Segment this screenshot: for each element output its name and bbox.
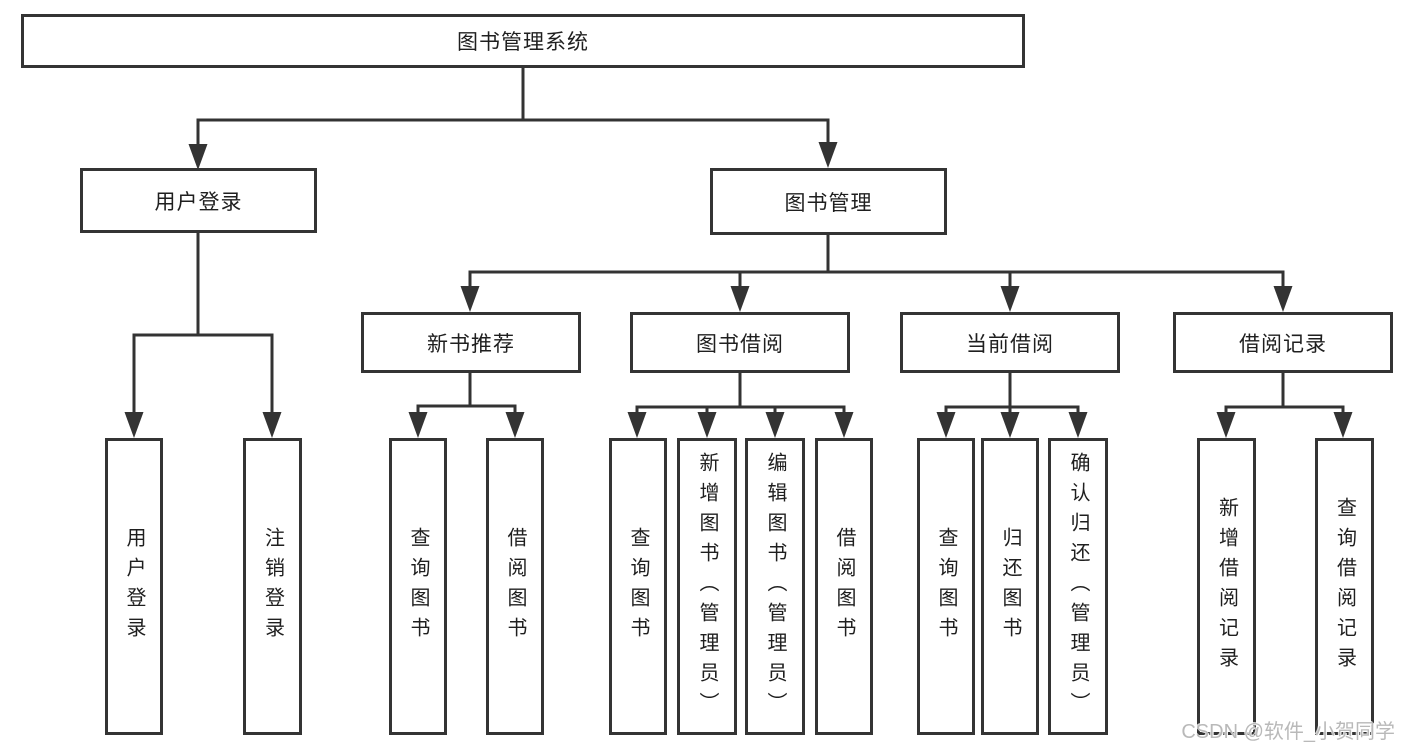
- node-new-book-recommend: 新书推荐: [361, 312, 581, 373]
- arrowhead: [627, 412, 647, 438]
- node-label: 新增借阅记录: [1215, 496, 1238, 677]
- leaf-borrow-books-recommend: 借阅图书: [486, 438, 544, 735]
- leaf-query-books-recommend: 查询图书: [389, 438, 447, 735]
- arrowhead: [262, 412, 282, 438]
- leaf-query-books-borrow: 查询图书: [609, 438, 667, 735]
- arrowhead: [730, 286, 750, 312]
- arrowhead: [460, 286, 480, 312]
- node-label: 归还图书: [999, 526, 1021, 647]
- arrowhead: [408, 412, 428, 438]
- leaf-query-books-current: 查询图书: [917, 438, 975, 735]
- arrowhead: [1273, 286, 1293, 312]
- arrowhead: [1068, 412, 1088, 438]
- csdn-watermark: CSDN @软件_小贺同学: [1181, 721, 1395, 743]
- node-book-management: 图书管理: [710, 168, 947, 235]
- arrowhead: [697, 412, 717, 438]
- node-label: 查询图书: [935, 526, 957, 647]
- node-label: 查询图书: [407, 526, 429, 647]
- arrowhead: [765, 412, 785, 438]
- node-label: 查询借阅记录: [1333, 496, 1356, 677]
- leaf-confirm-return-admin: 确认归还（管理员）: [1048, 438, 1108, 735]
- node-label: 图书管理系统: [457, 31, 589, 54]
- node-current-borrowing: 当前借阅: [900, 312, 1120, 373]
- leaf-user-login: 用户登录: [105, 438, 163, 735]
- arrowhead: [936, 412, 956, 438]
- leaf-logout: 注销登录: [243, 438, 302, 735]
- node-label: 查询图书: [627, 526, 649, 647]
- node-book-borrowing: 图书借阅: [630, 312, 850, 373]
- node-borrow-records: 借阅记录: [1173, 312, 1393, 373]
- node-label: 当前借阅: [966, 332, 1054, 356]
- arrowhead: [1333, 412, 1353, 438]
- node-label: 用户登录: [123, 526, 145, 647]
- node-label: 注销登录: [261, 526, 284, 647]
- leaf-add-borrow-record: 新增借阅记录: [1197, 438, 1256, 735]
- node-library-system: 图书管理系统: [21, 14, 1025, 68]
- leaf-query-borrow-record: 查询借阅记录: [1315, 438, 1374, 735]
- arrowhead: [818, 142, 838, 168]
- node-label: 新增图书（管理员）: [696, 451, 718, 722]
- node-label: 编辑图书（管理员）: [764, 451, 786, 722]
- node-user-login: 用户登录: [80, 168, 317, 233]
- arrowhead: [834, 412, 854, 438]
- leaf-return-books: 归还图书: [981, 438, 1039, 735]
- arrowheads: [124, 142, 1353, 438]
- node-label: 图书借阅: [696, 332, 784, 356]
- node-label: 确认归还（管理员）: [1067, 451, 1089, 722]
- node-label: 借阅图书: [504, 526, 526, 647]
- node-label: 借阅图书: [833, 526, 855, 647]
- arrowhead: [188, 144, 208, 170]
- node-label: 用户登录: [154, 190, 243, 214]
- leaf-add-books-admin: 新增图书（管理员）: [677, 438, 737, 735]
- node-label: 图书管理: [784, 191, 873, 215]
- arrowhead: [1000, 412, 1020, 438]
- arrowhead: [1000, 286, 1020, 312]
- node-label: 借阅记录: [1239, 332, 1327, 356]
- arrowhead: [1216, 412, 1236, 438]
- arrowhead: [505, 412, 525, 438]
- leaf-edit-books-admin: 编辑图书（管理员）: [745, 438, 805, 735]
- leaf-borrow-books: 借阅图书: [815, 438, 873, 735]
- arrowhead: [124, 412, 144, 438]
- node-label: 新书推荐: [427, 332, 515, 356]
